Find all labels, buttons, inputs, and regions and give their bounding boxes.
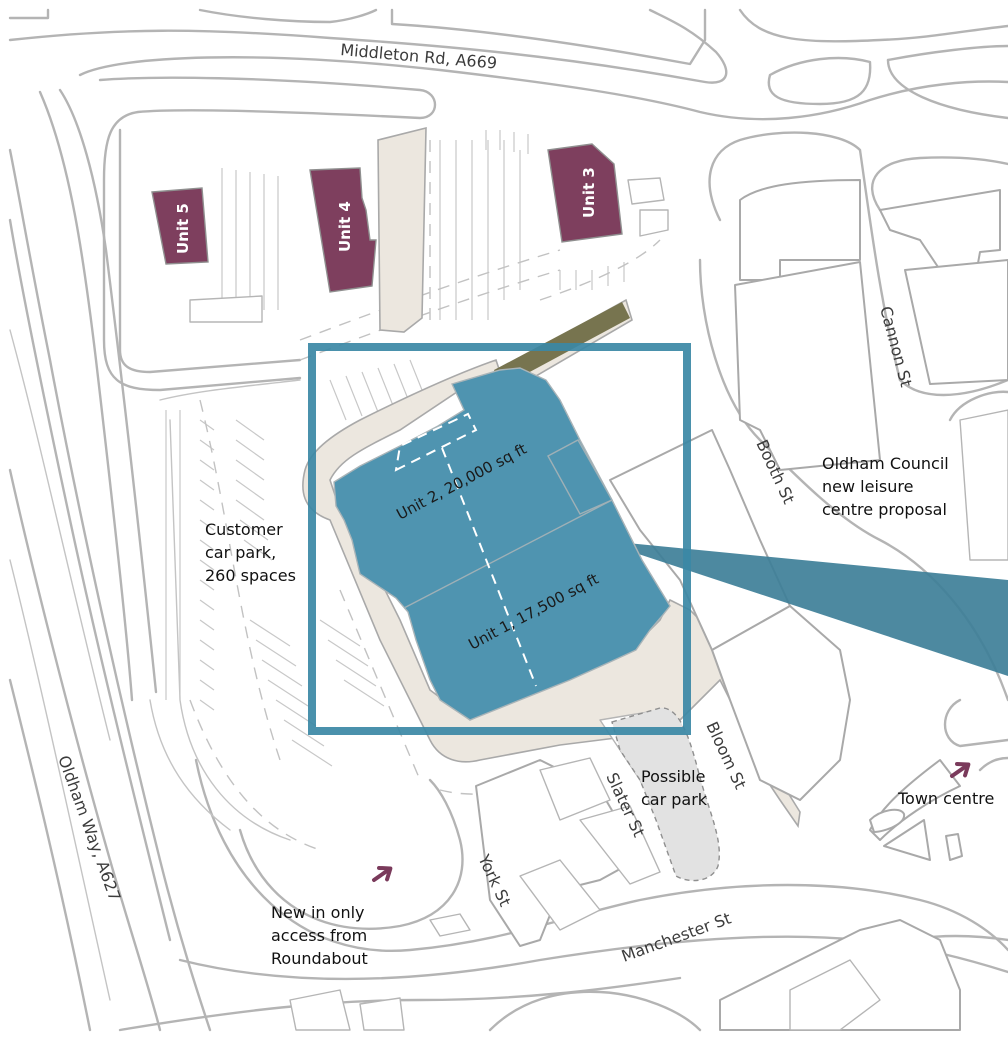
map-annotations: Customer car park, 260 spaces Oldham Cou… [205,454,994,968]
arrow-up-right-icon [372,865,393,882]
leisure-centre-annotation: Oldham Council new leisure centre propos… [822,454,954,519]
unit-5-building[interactable] [151,187,209,265]
car-park-annotation: Customer car park, 260 spaces [205,520,296,585]
site-boundary-frame [308,343,691,735]
street-label-cannon-st: Cannon St [876,304,916,389]
unit-5-label: Unit 5 [174,203,192,254]
new-access-annotation: New in only access from Roundabout [271,903,372,968]
arrow-up-right-icon [950,761,971,778]
unit-3-building[interactable] [547,143,623,243]
town-centre-annotation: Town centre [897,789,994,808]
unit-3-label: Unit 3 [580,167,598,218]
possible-car-park-annotation: Possible car park [641,767,711,809]
site-pointer-wedge [596,540,1008,676]
existing-units [151,143,623,293]
development-site [333,367,1008,721]
street-label-manchester-st: Manchester St [619,909,734,966]
unit-4-label: Unit 4 [336,201,354,252]
site-units-footprint[interactable] [333,367,671,721]
possible-car-park-area [611,707,720,882]
unit-4-building[interactable] [309,167,377,293]
surrounding-buildings [189,177,1008,1031]
street-label-oldham-way: Oldham Way, A627 [54,753,124,904]
